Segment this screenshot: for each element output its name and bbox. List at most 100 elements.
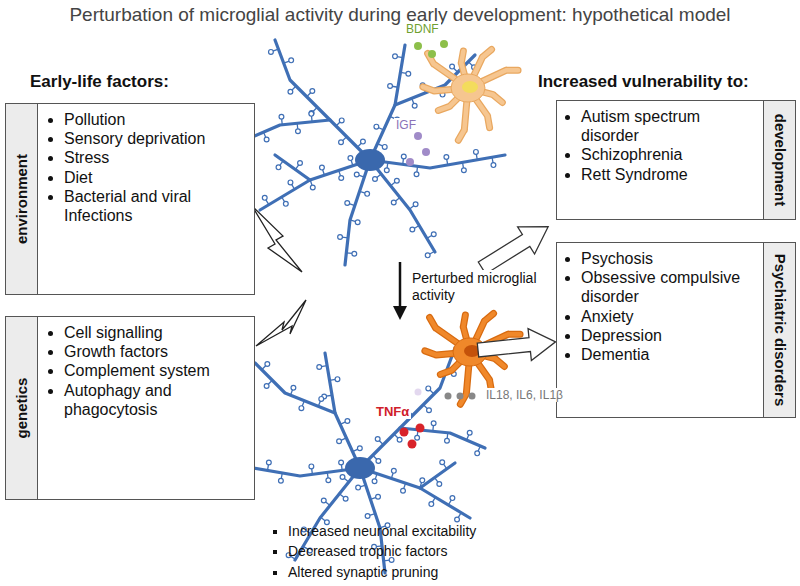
tnf-dot — [416, 424, 425, 433]
spine-head — [440, 460, 445, 465]
block-arrow — [476, 326, 557, 366]
spine-head — [391, 468, 396, 473]
neuron-soma — [345, 457, 375, 479]
spine-head — [339, 460, 344, 465]
spine-head — [444, 155, 449, 160]
list-item: Cell signalling — [64, 323, 248, 342]
spine-head — [348, 156, 353, 161]
spine-head — [355, 220, 360, 225]
spine-head — [288, 89, 293, 94]
factor-box: environment PollutionSensory deprivationS… — [5, 103, 255, 295]
dendrite — [245, 120, 330, 140]
spine-head — [320, 165, 325, 170]
list-item: Obsessive compulsive disorder — [581, 268, 755, 306]
list-item: Autism spectrum disorder — [581, 107, 755, 145]
spine-head — [415, 435, 420, 440]
spine-head — [357, 446, 362, 451]
spine-head — [365, 514, 370, 519]
lightning-bolt — [252, 206, 302, 272]
factor-label: BDNF — [404, 22, 441, 36]
spine-head — [373, 177, 378, 182]
spine-head — [339, 140, 344, 145]
spine-head — [269, 50, 274, 55]
spine-head — [265, 362, 270, 367]
outcome-item: Increased neuronal excitability — [288, 521, 476, 541]
cytokine-dot — [457, 393, 464, 400]
side-tab: genetics — [6, 317, 38, 499]
spine-head — [372, 479, 377, 484]
spine-head — [429, 502, 434, 507]
spine-head — [382, 145, 387, 150]
list-item: Psychosis — [581, 249, 755, 268]
cytokine-label: IL18, IL6, IL1β — [484, 388, 565, 402]
dendrite — [260, 160, 370, 210]
diagram-title: Perturbation of microglial activity duri… — [0, 4, 800, 26]
igf-dot — [414, 132, 422, 140]
spine-head — [414, 172, 419, 177]
spine-head — [393, 54, 398, 59]
side-tab: development — [763, 101, 795, 219]
spine-head — [310, 185, 315, 190]
list-item: Pollution — [64, 110, 248, 129]
spine-head — [279, 114, 284, 119]
spine-head — [299, 406, 304, 411]
side-tab: environment — [6, 104, 38, 294]
microglia-body — [451, 74, 485, 102]
tab-label: genetics — [13, 320, 30, 496]
spine-head — [326, 478, 331, 483]
list-item: Growth factors — [64, 342, 248, 361]
spine-head — [467, 430, 472, 435]
factor-box: development Autism spectrum disorderSchiz… — [556, 100, 796, 220]
list-item: Bacterial and viral Infections — [64, 187, 248, 225]
igf-dot — [406, 158, 414, 166]
list-item: Sensory deprivation — [64, 129, 248, 148]
list-item: Anxiety — [581, 307, 755, 326]
spine-head — [309, 111, 314, 116]
spine-head — [475, 451, 480, 456]
dendrite — [420, 463, 455, 488]
spine-head — [288, 180, 293, 185]
list-item: Stress — [64, 148, 248, 167]
spine-head — [319, 396, 324, 401]
tnf-dot — [400, 428, 409, 437]
bullet-list: Cell signallingGrowth factorsComplement … — [40, 317, 254, 425]
spine-head — [412, 103, 417, 108]
spine-head — [406, 71, 411, 76]
list-item: Complement system — [64, 361, 248, 380]
dendrite — [275, 155, 310, 180]
spine-head — [317, 365, 322, 370]
spine-head — [266, 460, 271, 465]
arrow-label: Perturbed microglial activity — [410, 270, 544, 304]
bullet-list: Autism spectrum disorderSchizophreniaRet… — [557, 101, 761, 190]
spine-head — [391, 200, 396, 205]
bdnf-dot — [428, 50, 436, 58]
spine-head — [427, 408, 432, 413]
tab-label: development — [771, 104, 788, 216]
spine-head — [345, 201, 350, 206]
spine-head — [431, 421, 436, 426]
dendrite — [360, 348, 455, 468]
tab-label: environment — [13, 107, 30, 291]
lightning-bolt — [256, 300, 306, 346]
arrow-head — [393, 306, 407, 320]
spine-head — [491, 163, 496, 168]
spine-head — [450, 496, 455, 501]
spine-head — [345, 419, 350, 424]
spine-head — [425, 253, 430, 258]
spine-head — [474, 150, 479, 155]
spine-head — [291, 385, 296, 390]
cytokine-label: TNFα — [374, 404, 411, 419]
spine-head — [450, 64, 455, 69]
spine-head — [384, 168, 389, 173]
bdnf-dot — [440, 40, 448, 48]
cytokine-dot — [445, 393, 452, 400]
tnf-dot — [408, 440, 417, 449]
dendrite — [360, 468, 470, 518]
spine-head — [410, 227, 415, 232]
spine-head — [388, 84, 393, 89]
spine-head — [339, 176, 344, 181]
spine-head — [343, 496, 348, 501]
dendrite — [370, 160, 435, 252]
spine-head — [461, 168, 466, 173]
spine-head — [337, 439, 342, 444]
